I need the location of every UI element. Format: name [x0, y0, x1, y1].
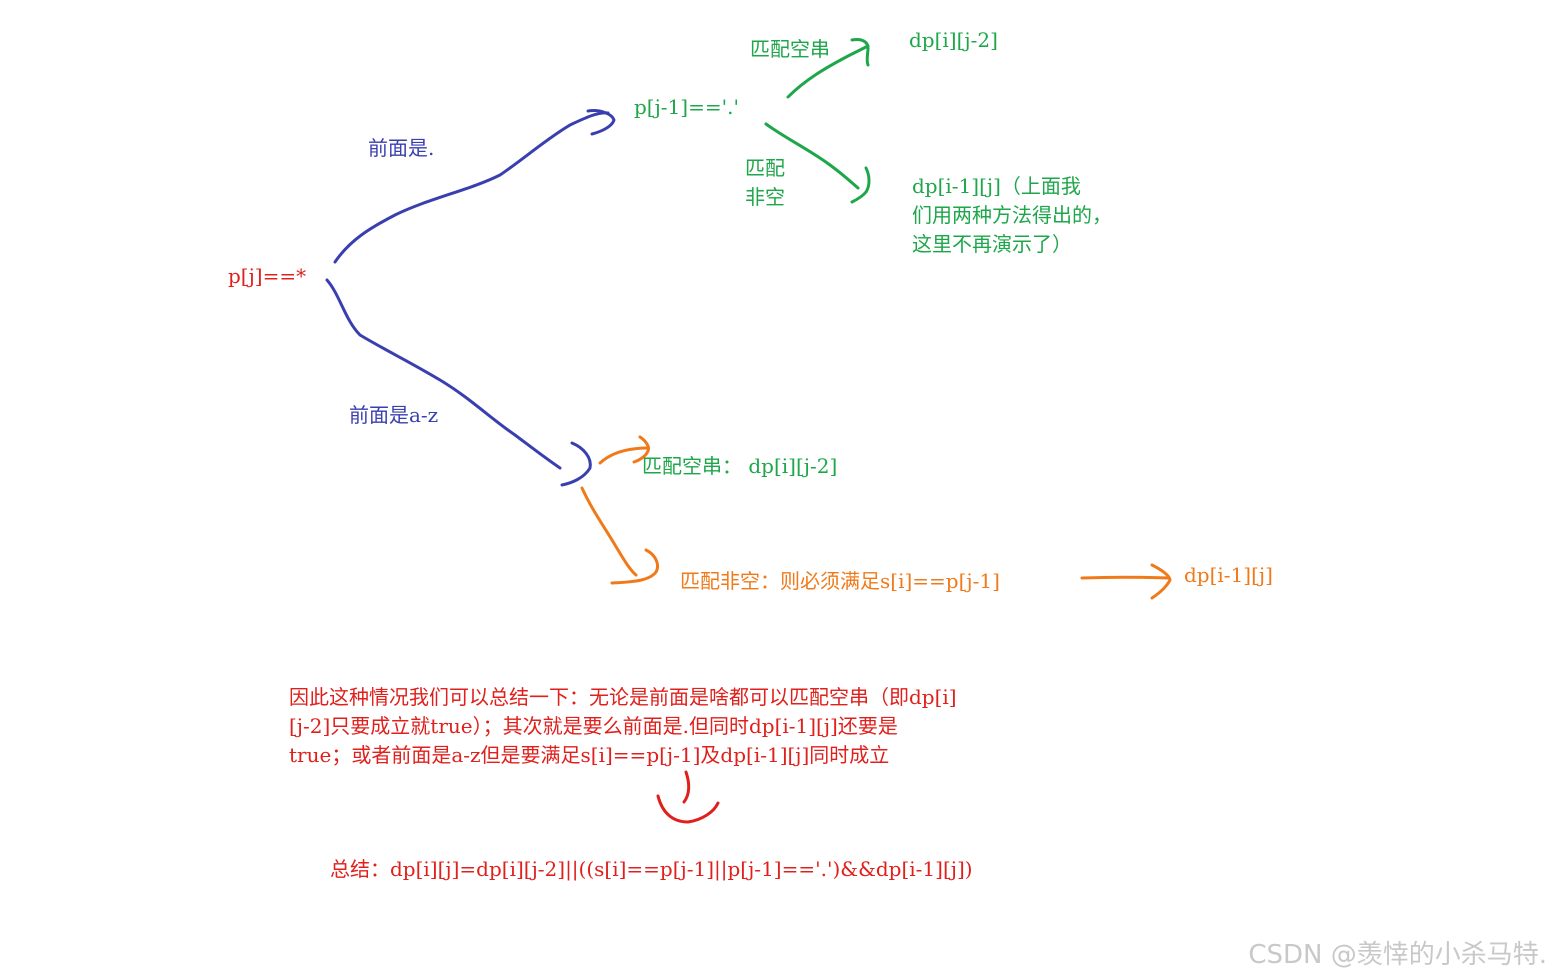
green-arrow-to-nonempty: [764, 122, 860, 190]
az-nonempty-result: dp[i-1][j]: [1184, 563, 1273, 587]
orange-arrow-to-nonempty: [580, 486, 638, 577]
dot-empty-label: 匹配空串: [750, 37, 830, 61]
az-empty: 匹配空串： dp[i][j-2]: [642, 454, 838, 478]
dot-empty-result: dp[i][j-2]: [909, 28, 998, 52]
green-arrowhead-nonempty: [850, 166, 871, 204]
blue-arrowhead-az: [560, 441, 592, 487]
green-arrow-to-empty: [786, 44, 870, 99]
blue-arrow-to-az: [325, 278, 562, 470]
summary-paragraph: 因此这种情况我们可以总结一下：无论是前面是啥都可以匹配空串（即dp[i] [j-…: [289, 685, 957, 767]
dot-nonempty-label: 匹配 非空: [745, 156, 785, 209]
orange-arrowhead-nonempty: [610, 548, 660, 585]
blue-arrow-to-dot: [333, 111, 610, 264]
dot-nonempty-result: dp[i-1][j]（上面我 们用两种方法得出的， 这里不再演示了）: [912, 174, 1112, 256]
orange-arrow-to-result: [1080, 575, 1170, 580]
blue-arrowhead-dot: [586, 109, 616, 136]
root-condition: p[j]==*: [228, 264, 307, 288]
dot-condition: p[j-1]=='.': [634, 95, 739, 119]
orange-arrow-to-empty: [598, 446, 650, 465]
formula: 总结：dp[i][j]=dp[i][j-2]||((s[i]==p[j-1]||…: [330, 857, 973, 881]
az-branch-label: 前面是a-z: [349, 403, 439, 427]
watermark: CSDN @羡悻的小杀马特.: [1248, 940, 1547, 970]
red-arrowhead-down: [656, 794, 720, 824]
dot-branch-label: 前面是.: [368, 136, 435, 160]
az-nonempty: 匹配非空：则必须满足s[i]==p[j-1]: [680, 569, 1000, 593]
orange-arrowhead-result: [1150, 563, 1172, 600]
green-arrowhead-empty: [850, 38, 870, 67]
red-arrow-down: [682, 770, 691, 804]
orange-arrowhead-empty: [632, 435, 650, 464]
